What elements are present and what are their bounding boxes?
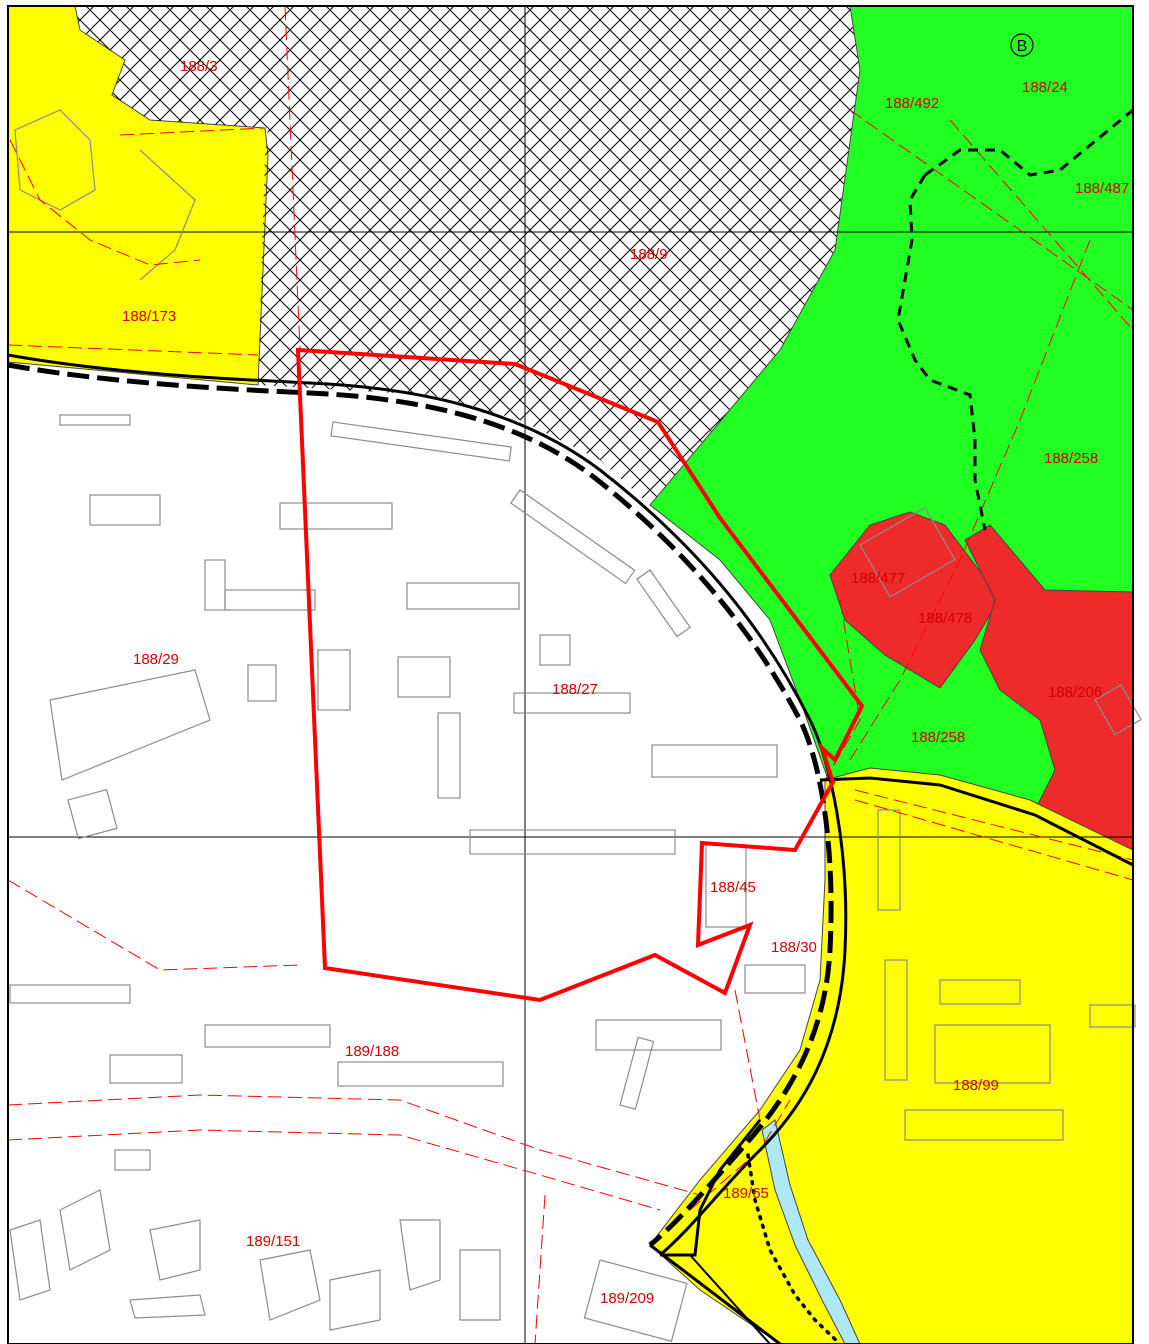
trail-dotted [746,1153,842,1344]
label-188-487: 188/487 [1075,180,1129,197]
map-frame [7,5,1134,1344]
zone-yellow-bottom-right [649,767,1133,1344]
road-boundary [7,353,1134,1344]
label-189-65: 189/65 [723,1185,769,1202]
label-188-173: 188/173 [122,308,176,325]
label-189-188: 189/188 [345,1043,399,1060]
zone-red-188-477 [829,511,1001,689]
label-188-258-bottom: 188/258 [911,729,965,746]
trail-dashed [896,174,987,531]
label-188-27: 188/27 [552,681,598,698]
label-188-492: 188/492 [885,95,939,112]
label-188-24: 188/24 [1022,79,1068,96]
label-188-3: 188/3 [180,58,218,75]
label-188-478: 188/478 [918,610,972,627]
label-188-206: 188/206 [1048,684,1102,701]
label-188-45: 188/45 [710,879,756,896]
label-188-30: 188/30 [771,939,817,956]
badge-letter: B [1017,38,1028,55]
badge-circle-icon [1010,33,1034,57]
zone-badge: B [1010,33,1034,57]
label-189-209: 189/209 [600,1290,654,1307]
label-188-9: 188/9 [630,246,668,263]
label-188-258-top: 188/258 [1044,450,1098,467]
water-stream [761,1119,861,1344]
cadastral-dashed-lines [7,5,1134,1344]
building-outlines [9,109,1142,1342]
label-188-99: 188/99 [953,1077,999,1094]
label-189-151: 189/151 [246,1233,300,1250]
parcel-labels: 188/3 188/24 188/492 188/487 188/9 188/1… [122,58,1129,1307]
label-188-29: 188/29 [133,651,179,668]
project-boundary [295,347,865,1003]
label-188-477: 188/477 [851,570,905,587]
trail-dashed-2 [924,108,1134,177]
map-grid [8,6,1133,1344]
